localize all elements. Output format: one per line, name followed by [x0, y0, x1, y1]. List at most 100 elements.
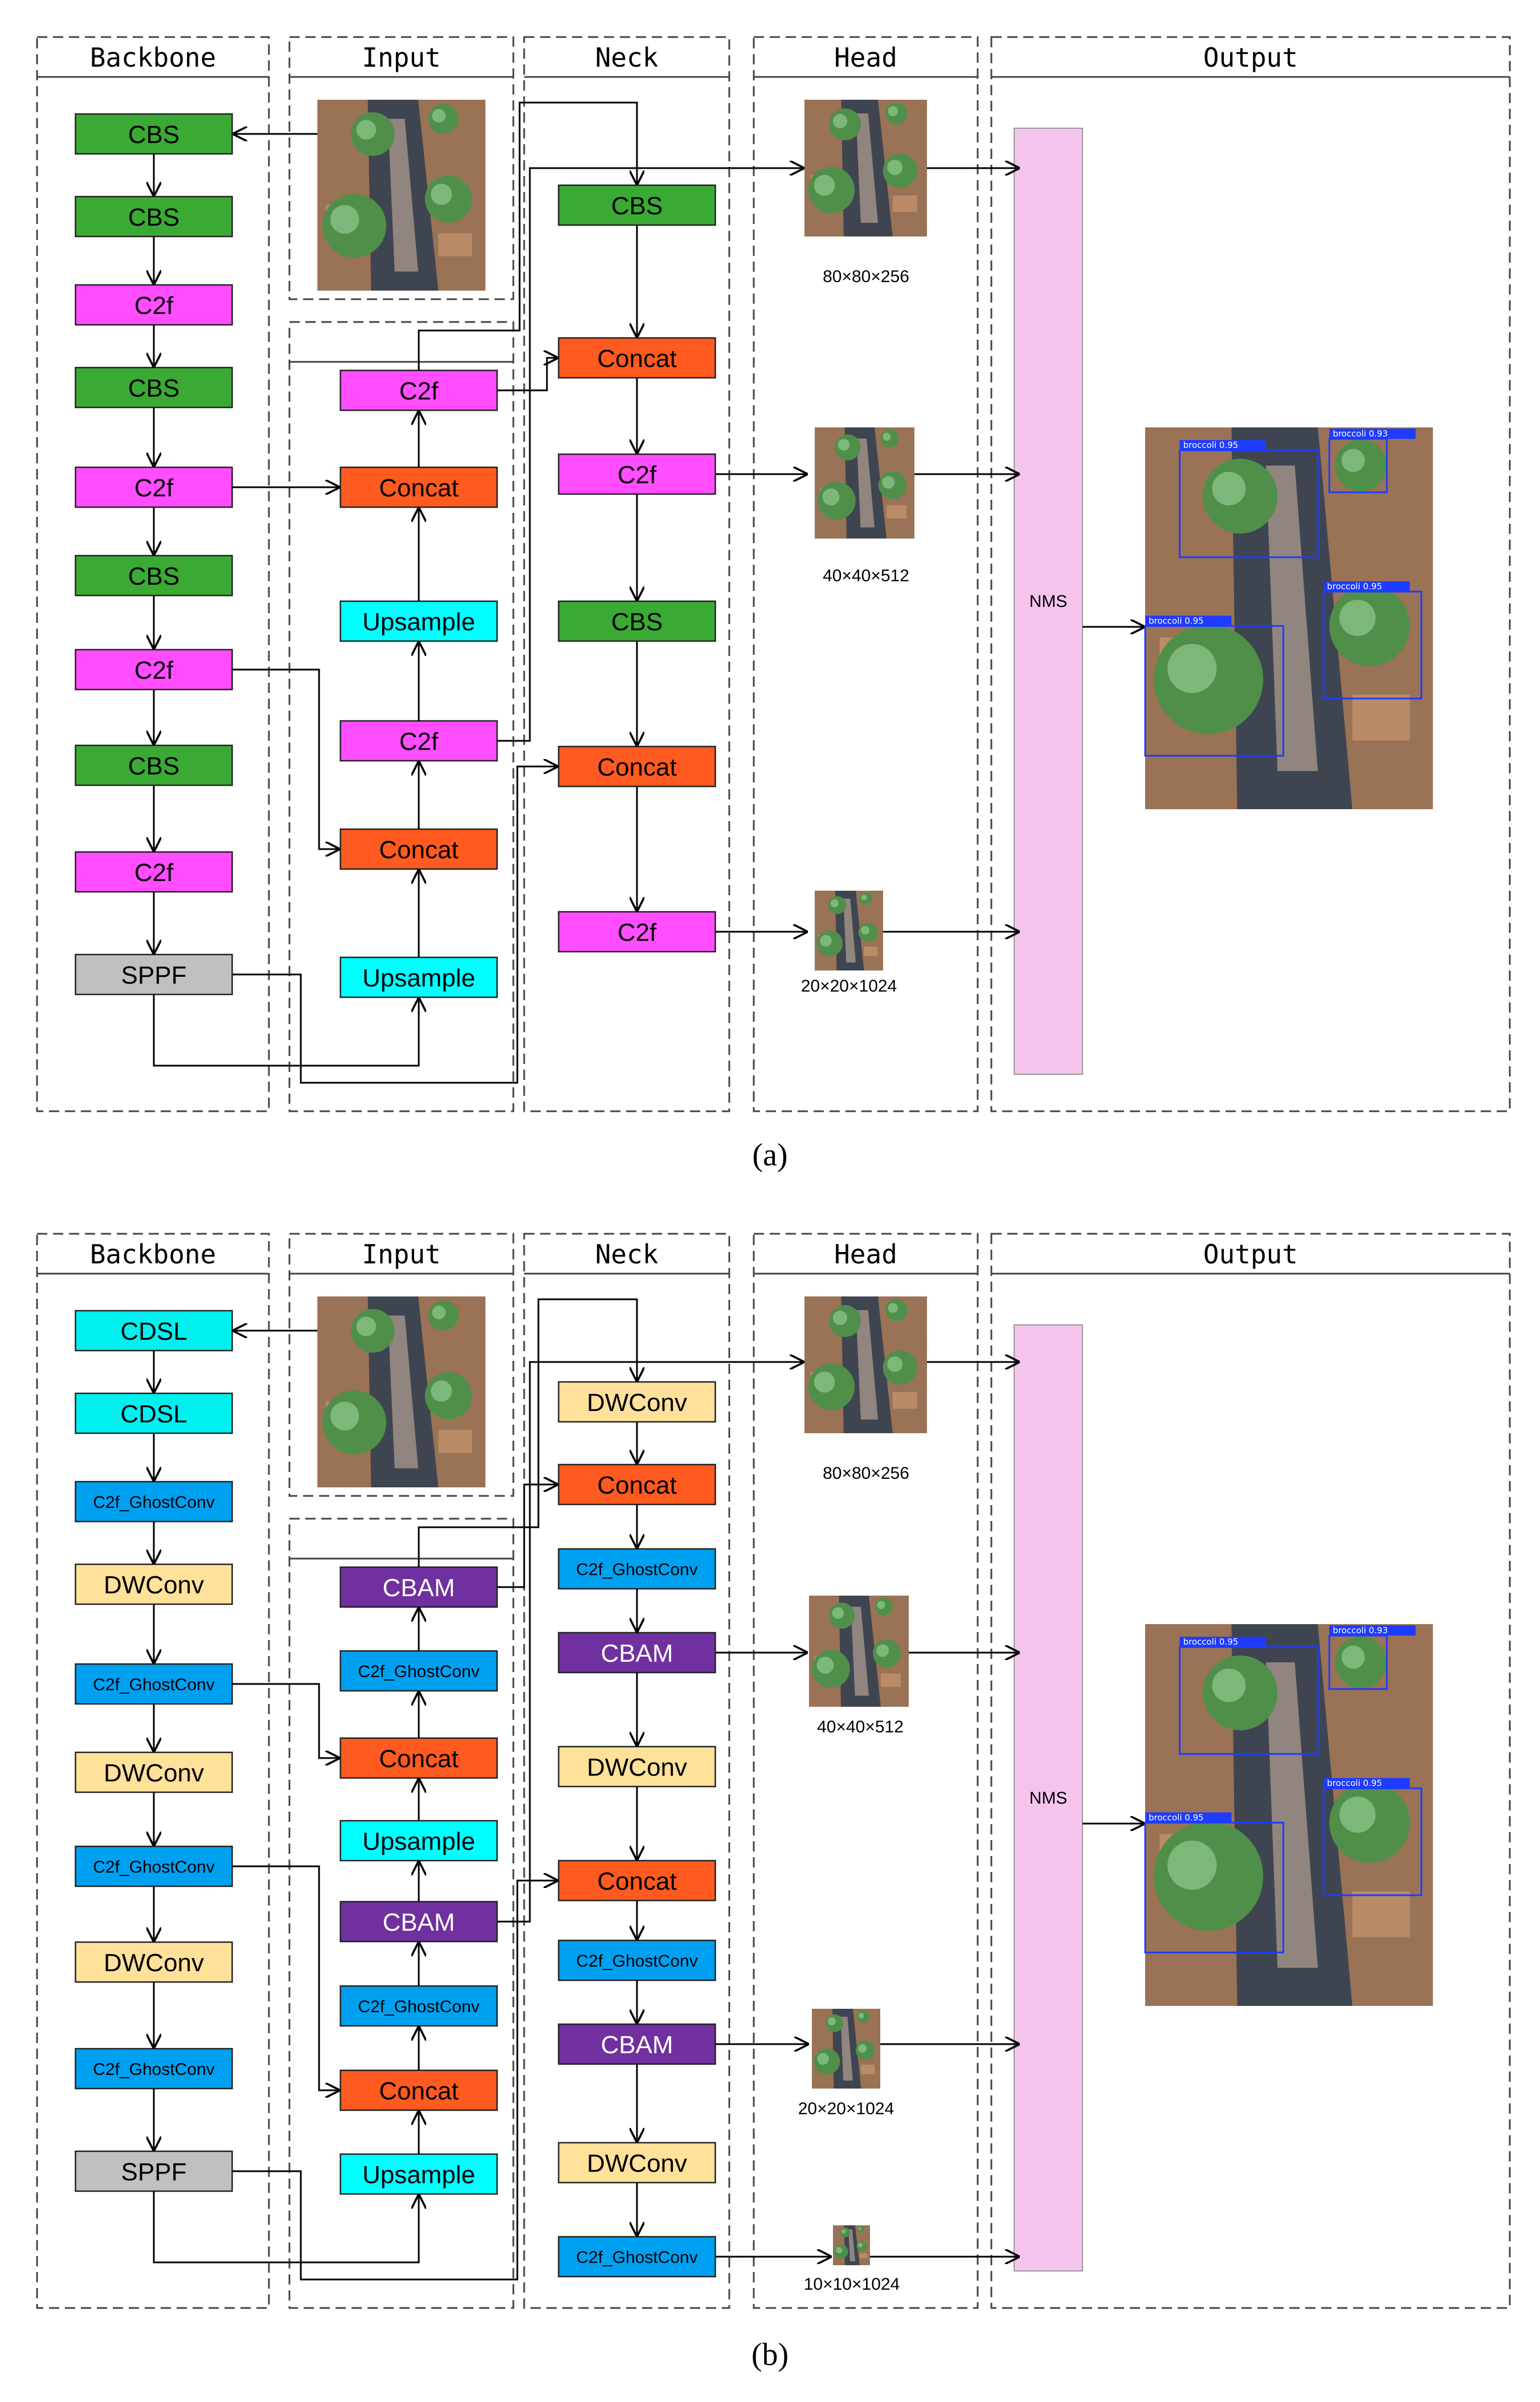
- neck-block-3: C2f: [558, 453, 716, 495]
- backbone-block-10: SPPF: [75, 953, 233, 996]
- backbone-block-3: C2f_GhostConv: [75, 1481, 233, 1523]
- skip-arrow: [232, 1881, 558, 2281]
- section-title: Neck: [595, 42, 659, 73]
- head-image-3: [815, 891, 883, 970]
- section-title: Output: [1203, 1239, 1298, 1270]
- detection-label: broccoli 0.95: [1149, 615, 1204, 626]
- sppf-to-upsample-arrow: [153, 994, 419, 1067]
- block-label: C2f_GhostConv: [358, 1662, 479, 1681]
- section-title: Head: [834, 42, 897, 73]
- block-label: SPPF: [121, 2158, 187, 2186]
- block-label: Upsample: [362, 964, 475, 992]
- neck-block-2: Concat: [558, 337, 716, 379]
- block-label: C2f_GhostConv: [93, 1675, 214, 1694]
- head-image-3: [812, 2009, 880, 2089]
- output-section: Output: [990, 36, 1511, 1112]
- neck-up-block-3: Concat: [340, 1737, 498, 1779]
- block-label: CBAM: [601, 2031, 673, 2059]
- neck-up-block-1: CBAM: [340, 1566, 498, 1608]
- neck-up-block-6: Upsample: [340, 956, 498, 998]
- input-section: Input: [288, 1233, 514, 1497]
- cbam-to-concat-arrow: [497, 1485, 558, 1588]
- input-neck-section: [288, 1518, 514, 2309]
- block-label: C2f: [618, 461, 657, 489]
- skip-arrow: [232, 668, 340, 849]
- neck-up-block-6: C2f_GhostConv: [340, 1985, 498, 2027]
- neck-up-block-5: Concat: [340, 828, 498, 870]
- block-label: C2f: [134, 859, 174, 887]
- block-label: Concat: [597, 1471, 676, 1499]
- neck-up-block-2: C2f_GhostConv: [340, 1650, 498, 1692]
- block-label: DWConv: [104, 1571, 204, 1599]
- neck-block-5: DWConv: [558, 1746, 716, 1788]
- block-label: CBS: [128, 752, 179, 780]
- head-dim-label-2: 40×40×512: [823, 566, 909, 585]
- input-image: [317, 100, 485, 291]
- neck-up-block-1: C2f: [340, 369, 498, 411]
- block-label: Upsample: [362, 2161, 475, 2189]
- section-title: Head: [834, 1239, 897, 1270]
- neck-up-block-2: Concat: [340, 466, 498, 508]
- backbone-block-5: C2f: [75, 466, 233, 508]
- backbone-block-4: DWConv: [75, 1563, 233, 1605]
- head-image-2: [815, 427, 914, 539]
- backbone-block-8: CBS: [75, 744, 233, 786]
- backbone-section: Backbone: [36, 1233, 270, 2309]
- block-label: CDSL: [120, 1400, 187, 1428]
- section-title: Input: [362, 42, 440, 73]
- block-label: CBS: [128, 203, 179, 231]
- block-label: CBAM: [382, 1574, 455, 1602]
- output-section: Output: [990, 1233, 1511, 2309]
- panel-label-b: (b): [751, 2337, 789, 2372]
- section-title: Backbone: [90, 1239, 217, 1270]
- head-section: Head: [753, 1233, 979, 2309]
- block-label: C2f_GhostConv: [358, 1997, 479, 2016]
- neck-block-1: DWConv: [558, 1381, 716, 1423]
- sppf-to-upsample-arrow: [153, 2191, 419, 2264]
- neck-block-5: Concat: [558, 745, 716, 788]
- c2f-to-cbs-arrow: [418, 101, 637, 370]
- backbone-block-2: CBS: [75, 195, 233, 238]
- neck-block-1: CBS: [558, 184, 716, 226]
- block-label: C2f: [134, 656, 174, 684]
- block-label: Concat: [597, 345, 676, 373]
- block-label: CBS: [611, 608, 663, 636]
- section-title: Input: [362, 1239, 440, 1270]
- skip-arrow: [232, 1683, 340, 1758]
- backbone-block-9: C2f_GhostConv: [75, 2048, 233, 2090]
- block-label: CDSL: [120, 1318, 187, 1345]
- neck-block-8: CBAM: [558, 2023, 716, 2065]
- detection-label: broccoli 0.95: [1327, 1778, 1382, 1788]
- block-label: C2f: [134, 474, 174, 502]
- head-dim-label-3: 20×20×1024: [801, 977, 897, 996]
- neck-block-6: Concat: [558, 1859, 716, 1902]
- nms-block: NMS: [1014, 128, 1083, 1075]
- skip-arrow: [232, 766, 558, 1084]
- backbone-block-4: CBS: [75, 366, 233, 409]
- detection-label: broccoli 0.93: [1333, 429, 1388, 439]
- block-label: C2f: [134, 292, 174, 320]
- panel-label-a: (a): [752, 1137, 788, 1173]
- block-label: SPPF: [121, 961, 187, 989]
- backbone-section: Backbone: [36, 36, 270, 1112]
- skip-arrow: [232, 1865, 340, 2090]
- head-image-1: [804, 1296, 927, 1433]
- block-label: DWConv: [587, 1389, 687, 1417]
- block-label: C2f_GhostConv: [576, 1560, 697, 1579]
- backbone-block-6: CBS: [75, 554, 233, 597]
- block-label: Concat: [379, 1745, 458, 1773]
- backbone-block-3: C2f: [75, 284, 233, 326]
- nms-block: NMS: [1014, 1324, 1083, 2271]
- block-label: Concat: [379, 474, 458, 502]
- block-label: C2f_GhostConv: [93, 2060, 214, 2079]
- detection-label: broccoli 0.95: [1327, 581, 1382, 592]
- block-label: CBS: [128, 562, 179, 590]
- backbone-block-1: CBS: [75, 113, 233, 155]
- head-dim-label-3: 20×20×1024: [798, 2099, 894, 2118]
- neck-block-7: C2f_GhostConv: [558, 1939, 716, 1981]
- detection-label: broccoli 0.95: [1149, 1812, 1204, 1822]
- backbone-block-7: C2f_GhostConv: [75, 1845, 233, 1887]
- backbone-block-2: CDSL: [75, 1392, 233, 1434]
- block-label: C2f_GhostConv: [576, 1952, 697, 1971]
